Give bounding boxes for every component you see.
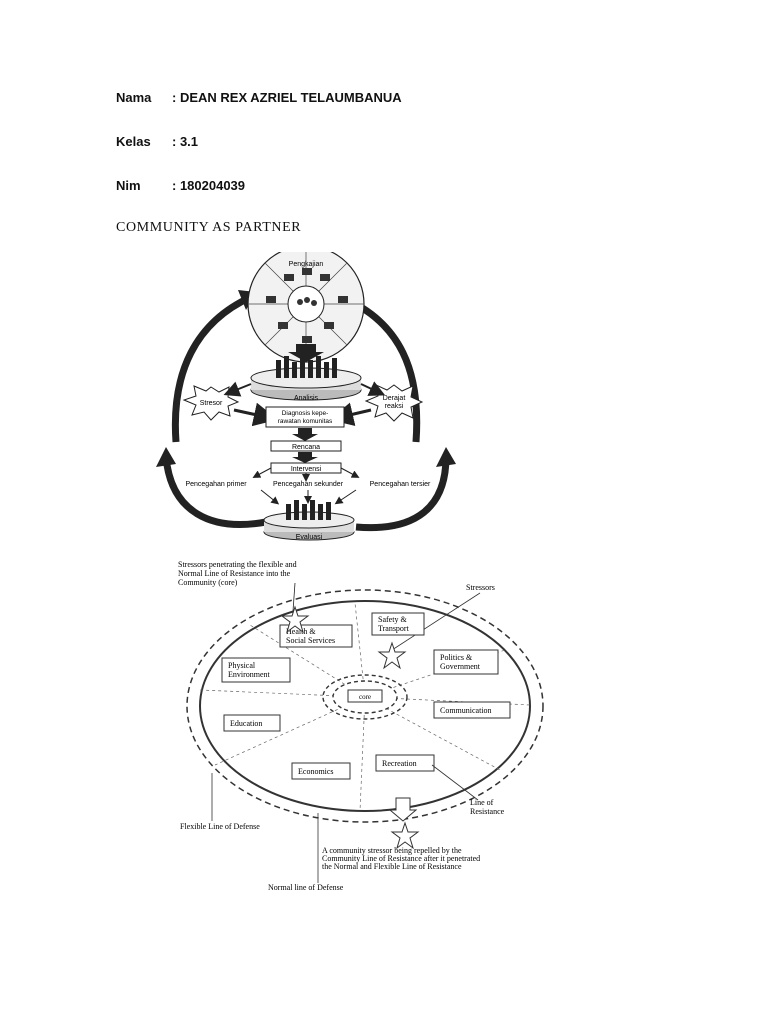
- intervensi-label: Intervensi: [291, 466, 322, 473]
- line-of-resistance-2: Resistance: [470, 807, 505, 816]
- physical-box: [221, 657, 291, 683]
- svg-text:Physical: Physical: [228, 661, 256, 670]
- nursing-process-diagram: Pengkajian Analisis Stresor Derajat reak…: [156, 252, 456, 541]
- repel-arrow: [388, 797, 418, 822]
- diagnosis-label-1: Diagnosis kepe-: [282, 410, 329, 417]
- name-value: : DEAN REX AZRIEL TELAUMBANUA: [172, 90, 402, 105]
- education-box: [223, 714, 281, 732]
- repelled-text-3: the Normal and Flexible Line of Resistan…: [322, 862, 462, 871]
- svg-text:Safety &: Safety &: [378, 615, 407, 624]
- evaluation-platform: [263, 500, 355, 541]
- communication-box: [433, 701, 511, 719]
- stressor-star-repelled: [390, 821, 420, 850]
- repelled-text-2: Community Line of Resistance after it pe…: [322, 854, 480, 863]
- svg-text:Politics &: Politics &: [440, 653, 473, 662]
- nim-label: Nim: [116, 178, 141, 193]
- nim-field: Nim : 180204039: [116, 178, 245, 193]
- stresor-label: Stresor: [200, 400, 223, 407]
- stressors-label: Stressors: [466, 583, 495, 592]
- normal-line-label: Normal line of Defense: [268, 883, 344, 892]
- svg-text:Social Services: Social Services: [286, 636, 335, 645]
- svg-text:Health &: Health &: [286, 627, 316, 636]
- svg-text:Communication: Communication: [440, 706, 492, 715]
- evaluasi-label: Evaluasi: [296, 534, 323, 541]
- name-field: Nama : DEAN REX AZRIEL TELAUMBANUA: [116, 90, 402, 105]
- page-title: COMMUNITY AS PARTNER: [116, 220, 302, 235]
- curved-arrow-right-bottom: [355, 456, 450, 532]
- class-value: : 3.1: [172, 134, 199, 149]
- pencegahan-primer-label: Pencegahan primer: [185, 481, 247, 488]
- analysis-platform: [250, 356, 362, 401]
- svg-text:Economics: Economics: [298, 767, 334, 776]
- nim-value: : 180204039: [172, 178, 246, 193]
- economics-box: [291, 762, 351, 780]
- curved-arrow-left-bottom: [162, 456, 267, 528]
- curved-arrow-left-top: [171, 293, 253, 443]
- politics-box: [433, 649, 499, 675]
- pengkajian-label: Pengkajian: [289, 261, 324, 268]
- rencana-label: Rencana: [292, 444, 320, 451]
- rencana-box: [270, 440, 342, 452]
- flexible-line-of-defense: [186, 589, 544, 823]
- pencegahan-sekunder-label: Pencegahan sekunder: [273, 481, 344, 488]
- pencegahan-tersier-label: Pencegahan tersier: [370, 481, 431, 488]
- normal-line-of-defense: [199, 600, 531, 812]
- flexible-line-label: Flexible Line of Defense: [180, 822, 260, 831]
- name-label: Nama: [116, 90, 152, 105]
- diagnosis-box: [265, 406, 345, 428]
- core-label: core: [359, 693, 371, 701]
- penetrating-text-2: Normal Line of Resistance into the: [178, 569, 291, 578]
- derajat-label-2: reaksi: [385, 403, 404, 410]
- stressor-star-inner: [377, 641, 407, 670]
- class-label: Kelas: [116, 134, 151, 149]
- core-ring-outer: [322, 674, 408, 720]
- svg-text:Education: Education: [230, 719, 262, 728]
- repelled-text-1: A community stressor being repelled by t…: [322, 846, 462, 855]
- diagnosis-label-2: rawatan komunitas: [278, 418, 333, 425]
- analisis-label: Analisis: [294, 395, 319, 402]
- safety-box: [371, 612, 425, 636]
- svg-text:Recreation: Recreation: [382, 759, 417, 768]
- health-box: [279, 624, 353, 648]
- recreation-box: [375, 754, 435, 772]
- assessment-wheel: [247, 252, 365, 363]
- community-defense-diagram: Stressors penetrating the flexible and N…: [178, 560, 544, 892]
- class-field: Kelas : 3.1: [116, 134, 198, 149]
- svg-text:Transport: Transport: [378, 624, 410, 633]
- penetrating-text-1: Stressors penetrating the flexible and: [178, 560, 297, 569]
- svg-text:Environment: Environment: [228, 670, 271, 679]
- line-of-resistance-1: Line of: [470, 798, 494, 807]
- svg-text:Government: Government: [440, 662, 481, 671]
- penetrating-text-3: Community (core): [178, 578, 238, 587]
- derajat-label-1: Derajat: [383, 395, 406, 402]
- stressor-star-top: [280, 605, 310, 634]
